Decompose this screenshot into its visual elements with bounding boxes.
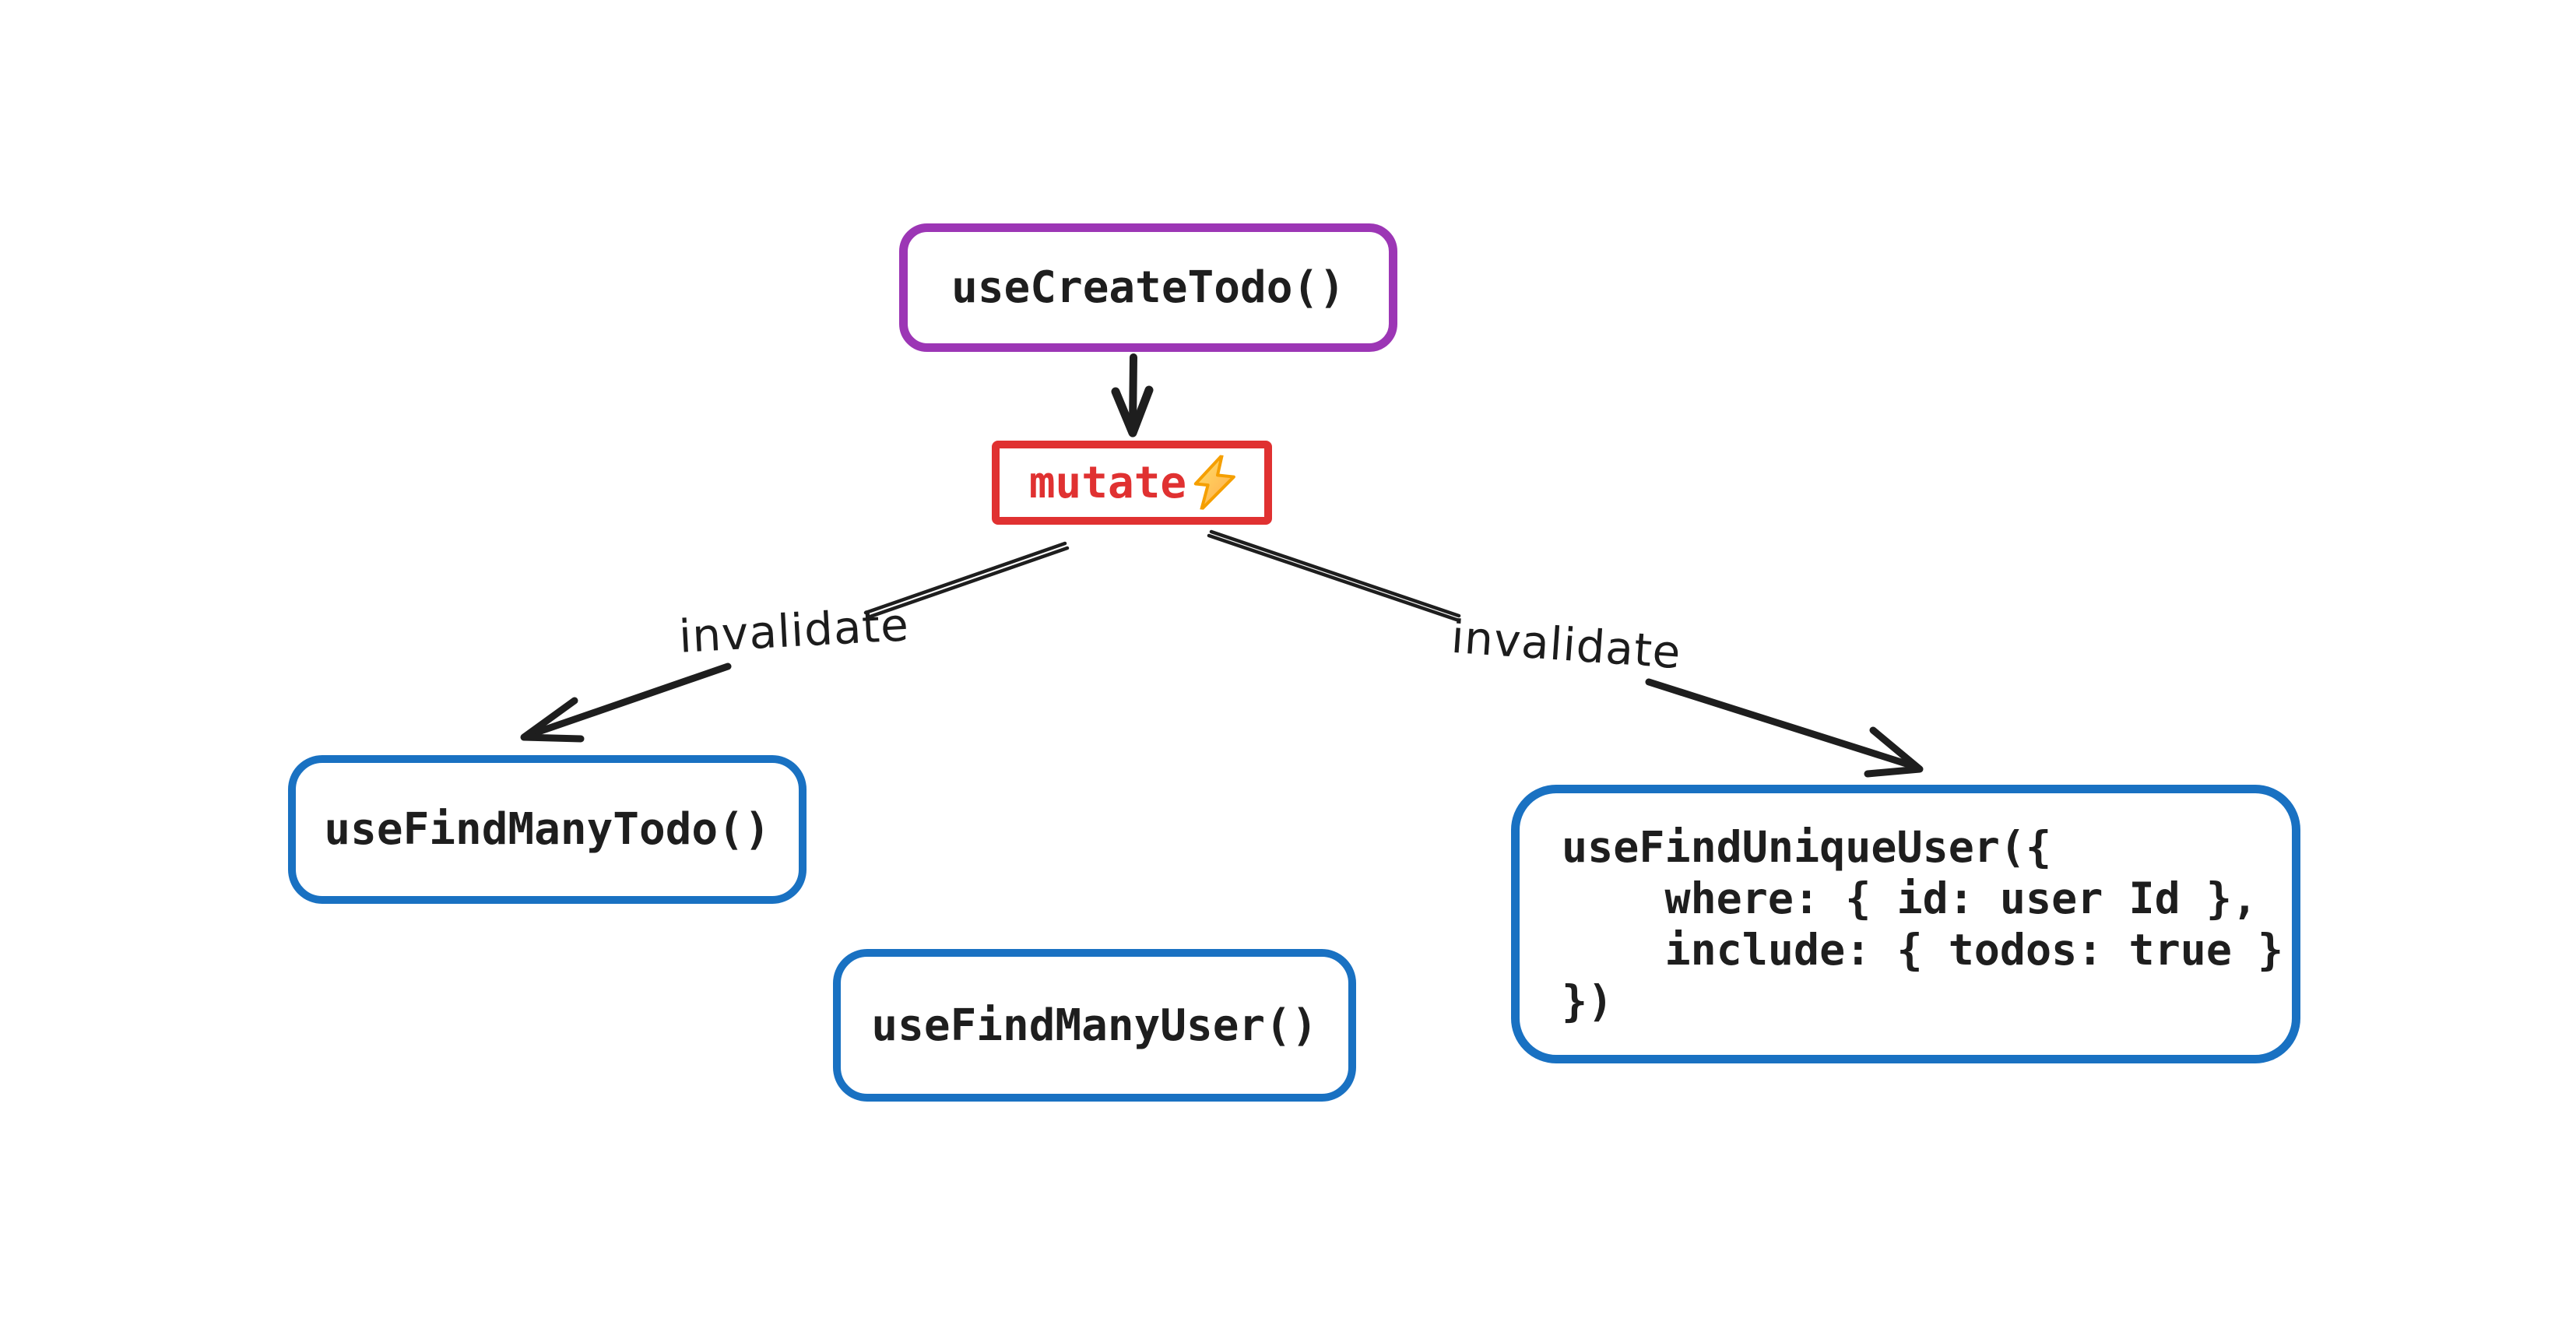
code-line-4: }) xyxy=(1562,976,1614,1026)
node-use-create-todo-label: useCreateTodo() xyxy=(951,262,1345,313)
edge-label-invalidate-right: invalidate xyxy=(1449,610,1683,680)
node-use-find-many-user: useFindManyUser() xyxy=(833,949,1356,1102)
node-use-find-many-todo: useFindManyTodo() xyxy=(288,755,807,904)
arrow-create-to-mutate xyxy=(1111,353,1154,438)
node-use-find-unique-user: useFindUniqueUser({ where: { id: user Id… xyxy=(1511,785,2300,1063)
node-use-create-todo: useCreateTodo() xyxy=(899,223,1397,352)
node-mutate-label: mutate xyxy=(1028,457,1187,508)
node-use-find-many-todo-label: useFindManyTodo() xyxy=(324,804,771,855)
node-use-find-many-user-label: useFindManyUser() xyxy=(871,1000,1318,1051)
code-line-3: include: { todos: true } xyxy=(1562,925,2284,975)
lightning-icon xyxy=(1193,453,1236,511)
code-line-1: useFindUniqueUser({ xyxy=(1562,822,2052,872)
code-line-2: where: { id: user Id }, xyxy=(1562,873,2258,923)
edge-label-invalidate-left: invalidate xyxy=(677,598,911,663)
node-mutate: mutate xyxy=(992,441,1272,525)
